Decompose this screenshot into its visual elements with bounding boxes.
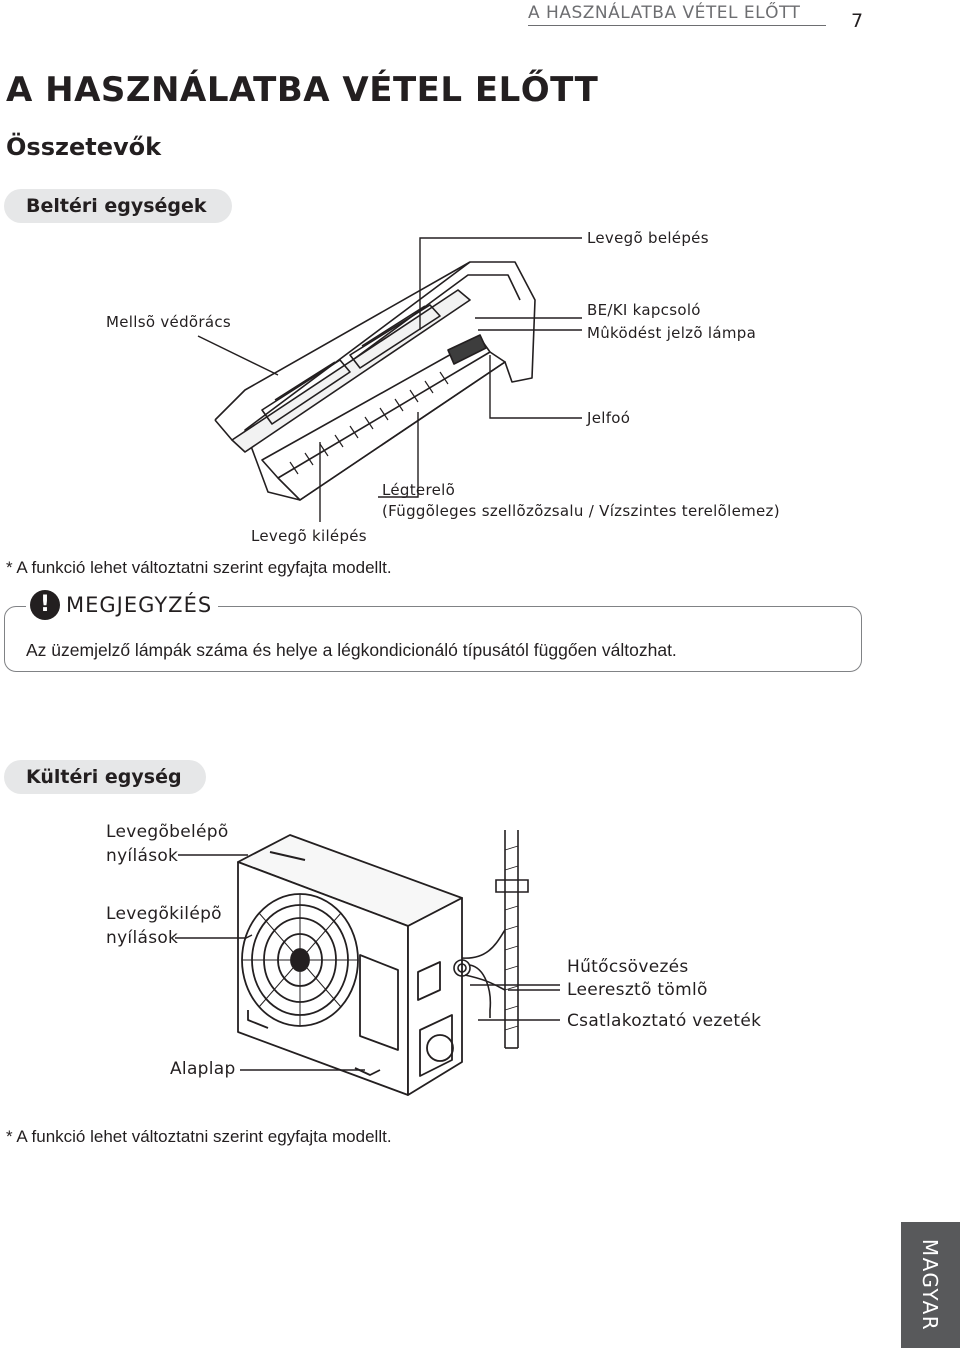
label-air-inlet: Levegõ belépés (587, 229, 709, 247)
label-base-plate: Alaplap (170, 1059, 236, 1079)
label-deflector-detail: (Függõleges szellõzõzsalu / Vízszintes t… (382, 502, 780, 520)
page-title: A HASZNÁLATBA VÉTEL ELŐTT (6, 70, 599, 110)
language-tab-label: MAGYAR (918, 1238, 943, 1332)
language-tab: MAGYAR (901, 1222, 960, 1348)
label-connecting-cable: Csatlakoztató vezeték (567, 1011, 762, 1031)
note-header: ! MEGJEGYZÉS (26, 590, 219, 620)
page-number: 7 (851, 10, 864, 32)
label-deflector: Légterelõ (382, 481, 456, 499)
label-outlet-line1: Levegõkilépõ (106, 904, 222, 924)
label-air-outlet: Levegõ kilépés (251, 527, 367, 545)
running-header: A HASZNÁLATBA VÉTEL ELŐTT (528, 3, 801, 23)
header-rule (528, 25, 826, 26)
label-front-grille: Mellsõ védõrács (106, 313, 231, 331)
label-piping: Hűtőcsövezés (567, 957, 689, 977)
label-on-off-switch: BE/KI kapcsoló (587, 301, 701, 319)
outdoor-heading: Kültéri egység (4, 760, 206, 794)
note-text: Az üzemjelző lámpák száma és helye a lég… (26, 640, 677, 660)
indoor-heading: Beltéri egységek (4, 189, 232, 223)
note-box (4, 606, 862, 672)
label-inlet-line2: nyílások (106, 846, 179, 866)
exclamation-icon: ! (30, 590, 60, 620)
outdoor-footnote: * A funkció lehet változtatni szerint eg… (6, 1127, 392, 1146)
label-inlet-line1: Levegõbelépõ (106, 822, 229, 842)
indoor-footnote: * A funkció lehet változtatni szerint eg… (6, 558, 392, 577)
label-outlet-line2: nyílások (106, 928, 179, 948)
section-title: Összetevők (6, 133, 162, 161)
label-drain-hose: Leeresztõ tömlõ (567, 980, 708, 1000)
label-operation-lamp: Mûködést jelzõ lámpa (587, 324, 757, 342)
label-signal-receiver: Jelfoó (587, 409, 631, 427)
note-title: MEGJEGYZÉS (66, 593, 213, 617)
